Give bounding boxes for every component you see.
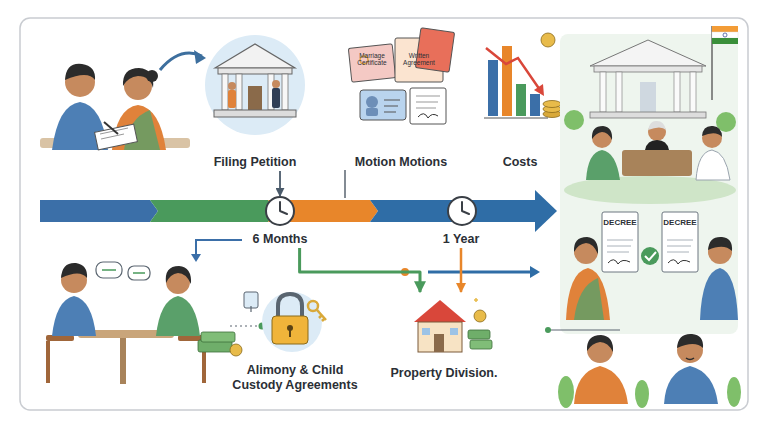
step-caption: Costs — [501, 155, 540, 171]
step-caption: Property Division. — [389, 366, 500, 382]
agreement-icon: Alimony & Child Custody Agreements — [220, 292, 370, 394]
step-caption: 1 Year — [441, 232, 482, 248]
flow-connector — [460, 248, 463, 292]
step-caption: 6 Months — [251, 232, 310, 248]
document-text: Marriage Certificate — [352, 52, 392, 66]
property-icon: Property Division. — [385, 292, 503, 382]
step-caption: Filing Petition — [212, 155, 299, 171]
step-icon: Filing Petition — [205, 35, 305, 171]
step-icon: Costs — [478, 35, 562, 171]
document-text: Written Agreement — [397, 52, 441, 66]
milestone-clock: 6 Months — [245, 196, 315, 248]
decree-text: DECREE — [601, 219, 639, 228]
step-caption: Motion Motions — [353, 155, 449, 171]
flow-connector — [279, 171, 281, 196]
step-caption: Alimony & Child Custody Agreements — [220, 363, 370, 394]
decree-text: DECREE — [661, 219, 699, 228]
flow-connector — [300, 248, 420, 292]
milestone-clock: 1 Year — [425, 196, 497, 248]
